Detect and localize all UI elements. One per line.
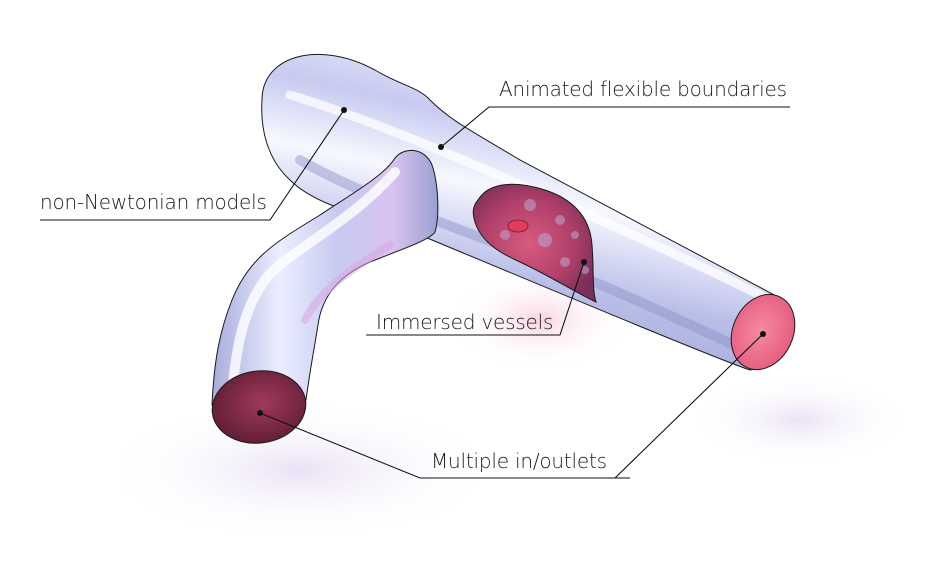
anchor-dot-boundaries xyxy=(438,144,444,150)
immersed-vessel-cutaway xyxy=(472,183,597,303)
leader-inlets-right xyxy=(614,333,764,479)
anchor-dot-right-outlet xyxy=(760,331,766,337)
left-inlet-cap xyxy=(211,370,307,444)
callout-animated-boundaries: Animated flexible boundaries xyxy=(499,77,787,101)
anchor-dot-left-inlet xyxy=(257,410,263,416)
leader-lines xyxy=(40,106,790,479)
callout-multiple-inlets: Multiple in/outlets xyxy=(431,449,607,473)
leader-immersed-vessels xyxy=(366,261,585,336)
callout-immersed-vessels: Immersed vessels xyxy=(376,310,554,334)
callout-non-newtonian: non-Newtonian models xyxy=(40,190,267,214)
immersed-texture xyxy=(500,199,589,274)
branch-vessel-highlight xyxy=(227,167,400,400)
leader-non-newtonian xyxy=(40,109,345,221)
branch-vessel-pink xyxy=(301,241,394,324)
floor-shadow-right xyxy=(690,375,910,465)
leader-inlets-left xyxy=(259,412,630,479)
anchor-dot-non-newtonian xyxy=(341,107,347,113)
anchor-dots xyxy=(257,107,766,416)
branch-vessel xyxy=(211,149,439,406)
floor-shadow xyxy=(100,400,500,540)
anchor-dot-immersed xyxy=(581,259,587,265)
immersed-cell xyxy=(507,219,529,233)
leader-animated-boundaries xyxy=(440,106,790,148)
